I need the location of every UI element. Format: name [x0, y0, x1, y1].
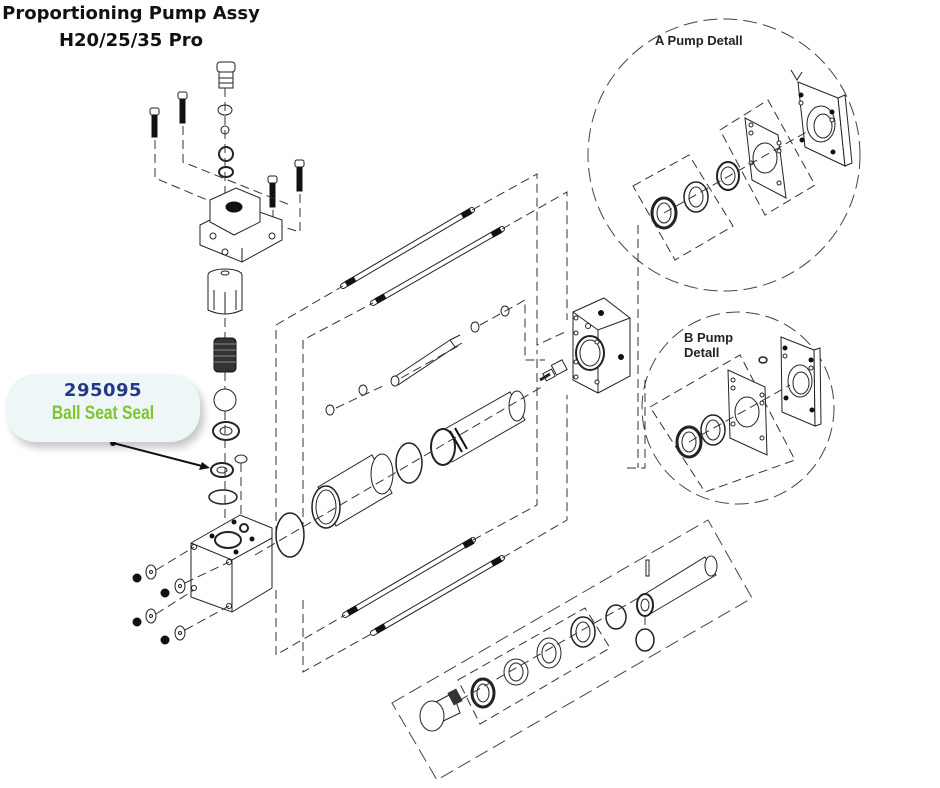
a-pump-detail	[587, 18, 861, 468]
title-line-1: Proportioning Pump Assy	[2, 3, 260, 24]
cylinder-o-ring-part	[275, 512, 305, 558]
packing-part	[470, 677, 496, 709]
plug-part	[216, 61, 236, 89]
flange-plate-part	[790, 69, 853, 167]
o-ring-part	[208, 489, 238, 505]
screw-part	[267, 175, 278, 208]
seal-part	[218, 166, 234, 178]
gasket-plate-part	[744, 117, 787, 199]
center-cylinder-assembly	[254, 299, 568, 558]
screw-part	[177, 91, 188, 124]
tie-rod-part	[340, 207, 475, 289]
tie-rod-part	[342, 537, 476, 618]
a-pump-detail-label: A Pump Detall	[655, 33, 743, 48]
ball-cage-part	[207, 268, 243, 315]
v-packing-part	[503, 658, 529, 686]
o-ring-part	[635, 628, 655, 652]
callout-arrow	[110, 440, 210, 470]
title-line-2: H20/25/35 Pro	[58, 30, 204, 51]
spring-part	[213, 337, 237, 373]
o-ring-part	[325, 404, 335, 416]
fitting-part	[758, 356, 768, 364]
callout-part-name: Ball Seat Seal	[51, 403, 155, 424]
piston-part	[430, 390, 526, 466]
small-o-ring-part	[234, 454, 248, 464]
gland-part	[536, 637, 562, 669]
top-check-valve-stack	[149, 61, 305, 540]
tie-rod-part	[370, 226, 505, 306]
part-callout: 295095 Ball Seat Seal	[6, 374, 200, 442]
diagram-title: Proportioning Pump Assy H20/25/35 Pro	[0, 0, 262, 54]
cylinder-sleeve-part	[311, 453, 394, 529]
screw-part	[294, 159, 305, 192]
flange-plate-part	[780, 336, 822, 427]
seal-housing-part	[683, 181, 709, 213]
retainer-part	[716, 161, 740, 191]
packing-nut-part	[419, 688, 463, 732]
valve-housing-part	[199, 187, 283, 263]
outlet-block-part	[572, 297, 631, 394]
gland-part	[570, 616, 596, 648]
lower-pump-rod-assembly	[391, 519, 753, 781]
gasket-plate-part	[727, 369, 768, 456]
screw-part	[149, 107, 160, 138]
o-ring-part	[470, 321, 480, 333]
b-pump-detail	[627, 311, 835, 505]
b-pump-detail-label: B Pump Detall	[684, 330, 734, 360]
fitting-part	[539, 359, 568, 382]
piston-rod-part	[636, 555, 718, 617]
tie-rods	[275, 173, 568, 673]
seat-part	[218, 146, 234, 162]
ball-seat-seal-part	[210, 462, 234, 478]
pump-block-part	[190, 514, 273, 613]
tie-rod-part	[370, 555, 505, 636]
ball-part	[213, 388, 237, 412]
wiper-ring-part	[605, 604, 627, 630]
displacement-rod-part	[390, 334, 463, 387]
nuts-and-washers	[132, 546, 230, 645]
ball-seat-part	[212, 421, 240, 441]
arrow-marker-icon	[790, 69, 803, 81]
callout-part-number: 295095	[63, 380, 143, 401]
cylinder-o-ring-part	[395, 442, 423, 484]
seal-housing-part	[700, 414, 726, 446]
